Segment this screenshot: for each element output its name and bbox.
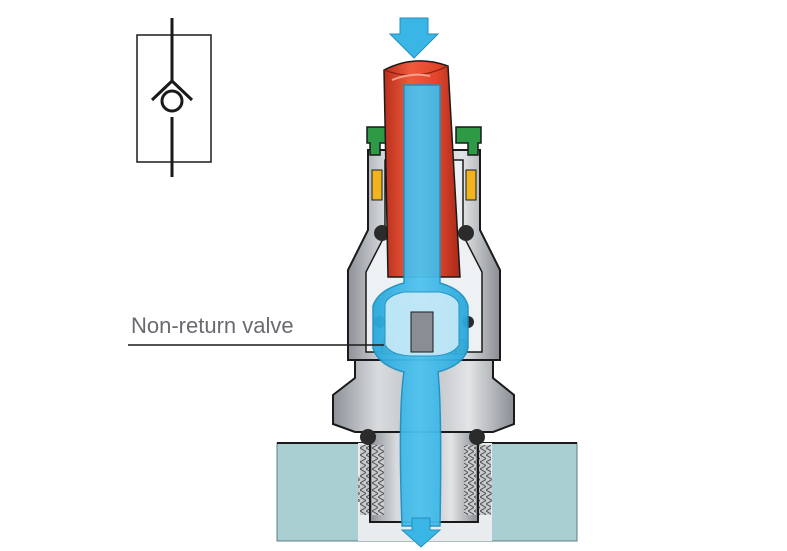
flow-arrow-out-icon (400, 517, 442, 548)
non-return-valve-label: Non-return valve (131, 313, 294, 338)
flow-arrow-down-icon (388, 17, 440, 59)
non-return-valve-callout: Non-return valve (128, 313, 384, 346)
check-valve-symbol-icon (136, 18, 212, 177)
flow-path (372, 84, 469, 527)
